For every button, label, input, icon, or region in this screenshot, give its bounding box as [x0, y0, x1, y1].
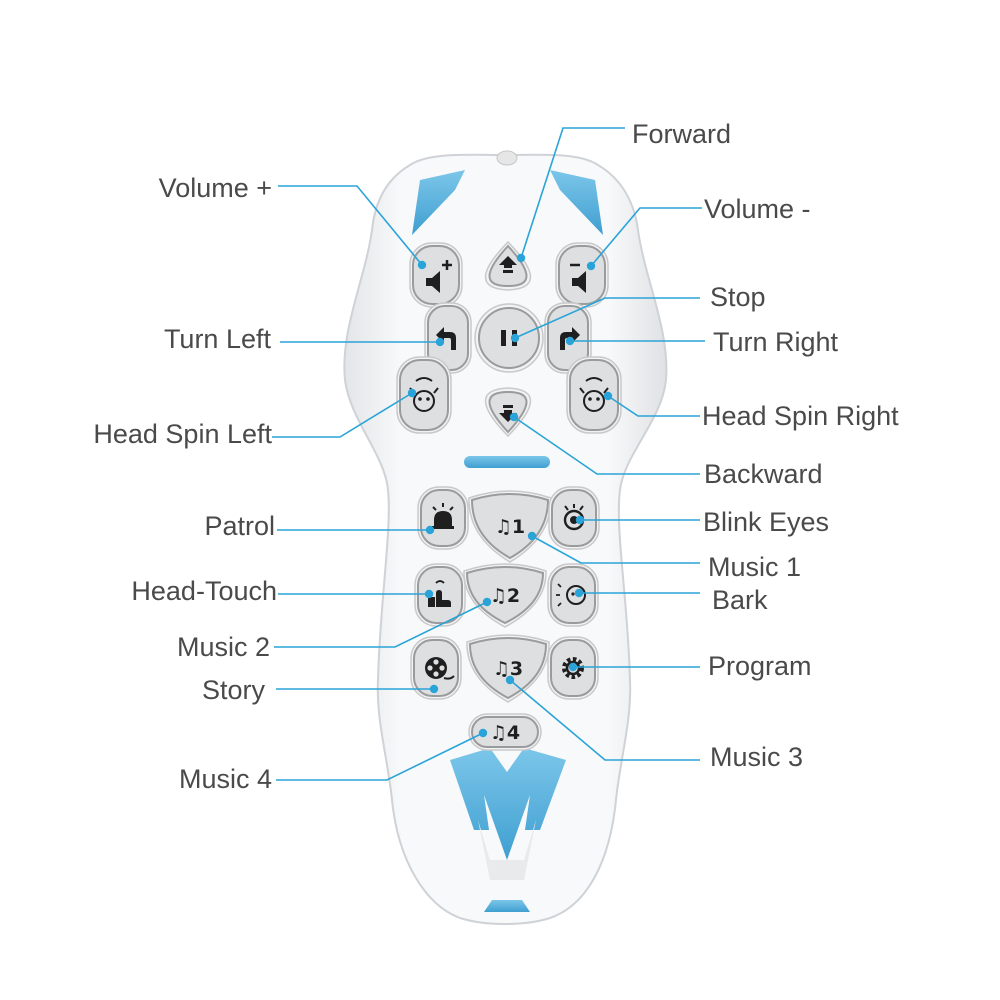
head-touch-leader-line — [278, 589, 434, 599]
music-4-leader-line — [276, 728, 488, 781]
arrow-up-icon — [499, 256, 517, 273]
story-label: Story — [202, 675, 266, 705]
head-touch-button[interactable] — [414, 563, 466, 627]
turn-right-arrow-icon — [560, 327, 580, 350]
backward-leader-line — [509, 412, 700, 475]
forward-button[interactable] — [484, 240, 532, 291]
turn-left-arrow-icon — [436, 327, 456, 350]
music-3-leader-line — [505, 675, 700, 761]
music-3-glyph: ♫3 — [493, 658, 523, 680]
head-spin-left-button[interactable] — [396, 356, 452, 434]
music-4-glyph: ♫4 — [490, 722, 520, 744]
backward-label: Backward — [704, 459, 823, 489]
forward-label: Forward — [632, 119, 731, 149]
dog-head-spin-icon — [579, 377, 609, 412]
finger-touch-icon — [428, 580, 451, 607]
blink-eyes-label: Blink Eyes — [703, 507, 829, 537]
head-spin-left-leader-line — [272, 388, 417, 438]
music-2-button[interactable]: ♫2 — [463, 563, 547, 628]
blink-eyes-button[interactable] — [548, 486, 600, 550]
music-1-glyph: ♫1 — [495, 516, 525, 538]
story-leader-line — [276, 684, 439, 694]
bark-leader-line — [574, 588, 700, 598]
music-4-label: Music 4 — [179, 764, 272, 794]
stop-leader-line — [510, 297, 700, 343]
music-1-leader-line — [527, 531, 700, 564]
music-1-label: Music 1 — [708, 552, 801, 582]
head-spin-right-leader-line — [603, 391, 700, 417]
patrol-button[interactable] — [417, 486, 469, 550]
blink-eyes-leader-line — [575, 515, 700, 525]
accent-tip — [484, 900, 530, 912]
volume-up-leader-line — [278, 185, 427, 270]
forward-leader-line — [516, 127, 625, 263]
program-leader-line — [568, 662, 700, 672]
backward-button[interactable] — [484, 387, 532, 438]
arrow-down-icon — [499, 405, 517, 422]
music-3-button[interactable]: ♫3 — [466, 634, 550, 703]
music-2-leader-line — [274, 597, 492, 648]
led-nub — [496, 150, 518, 166]
story-button[interactable] — [410, 636, 462, 700]
head-spin-left-label: Head Spin Left — [93, 419, 272, 449]
music-4-button[interactable]: ♫4 — [468, 713, 542, 751]
program-label: Program — [708, 651, 812, 681]
accent-bar — [464, 456, 550, 468]
volume-down-button[interactable] — [555, 242, 609, 308]
accent-left — [412, 170, 465, 235]
stop-label: Stop — [710, 282, 766, 312]
patrol-label: Patrol — [204, 511, 275, 541]
turn-right-leader-line — [565, 336, 705, 346]
volume-up-button[interactable] — [409, 242, 463, 308]
volume-up-label: Volume + — [159, 173, 272, 203]
head-touch-label: Head-Touch — [131, 576, 277, 606]
patrol-leader-line — [277, 525, 435, 535]
turn-left-leader-line — [280, 337, 445, 347]
bark-label: Bark — [712, 585, 768, 615]
music-3-label: Music 3 — [710, 742, 803, 772]
turn-right-label: Turn Right — [713, 327, 839, 357]
speaker-plus-icon — [426, 260, 452, 293]
volume-down-label: Volume - — [704, 194, 811, 224]
turn-left-button[interactable] — [424, 302, 472, 374]
film-reel-icon — [425, 657, 455, 680]
music-2-glyph: ♫2 — [490, 585, 520, 607]
accent-bottom-inner — [478, 820, 536, 880]
stop-button[interactable] — [474, 303, 544, 373]
accent-right — [550, 170, 603, 235]
speaker-minus-icon — [570, 263, 586, 293]
volume-down-leader-line — [586, 207, 702, 271]
bark-button[interactable] — [547, 563, 599, 627]
accent-bottom — [450, 748, 566, 860]
turn-left-label: Turn Left — [164, 324, 272, 354]
music-2-label: Music 2 — [177, 632, 270, 662]
head-spin-right-button[interactable] — [566, 356, 622, 434]
head-spin-right-label: Head Spin Right — [702, 401, 899, 431]
siren-icon — [432, 503, 454, 529]
music-1-button[interactable]: ♫1 — [468, 490, 552, 563]
